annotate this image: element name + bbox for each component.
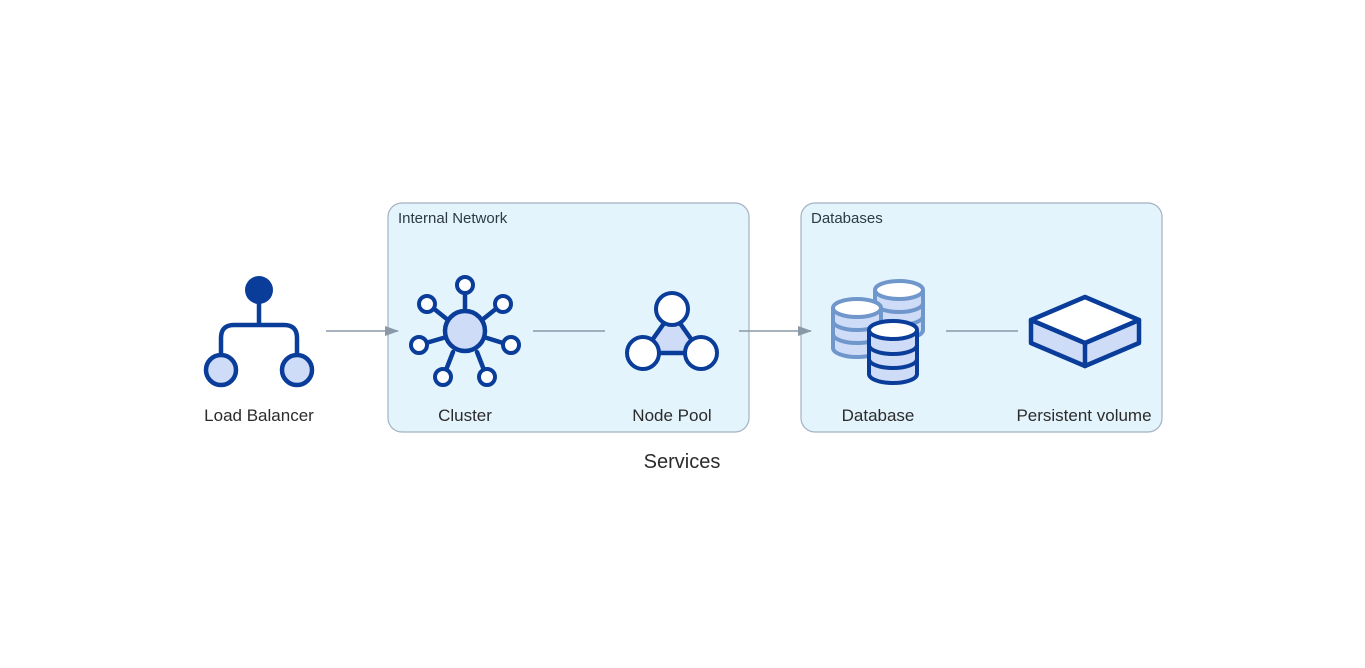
database-stack-icon: [831, 279, 925, 385]
node-persistent-volume[interactable]: Persistent volume: [1016, 294, 1152, 425]
node-database[interactable]: Database: [831, 279, 925, 425]
persistent-volume-label: Persistent volume: [1016, 406, 1151, 425]
node-node-pool[interactable]: Node Pool: [625, 291, 719, 425]
diagram-caption: Services: [644, 451, 721, 473]
node-pool-icon: [625, 291, 719, 371]
group-databases-label: Databases: [811, 210, 883, 227]
volume-box-icon: [1028, 294, 1142, 369]
load-balancer-icon: [203, 276, 315, 388]
node-pool-label: Node Pool: [632, 406, 711, 425]
database-label: Database: [842, 406, 915, 425]
node-load-balancer[interactable]: Load Balancer: [203, 276, 315, 425]
cluster-hub-icon: [409, 275, 521, 387]
load-balancer-label: Load Balancer: [204, 406, 314, 425]
cluster-label: Cluster: [438, 406, 492, 425]
group-internal-network-label: Internal Network: [398, 210, 508, 227]
node-cluster[interactable]: Cluster: [409, 275, 521, 425]
